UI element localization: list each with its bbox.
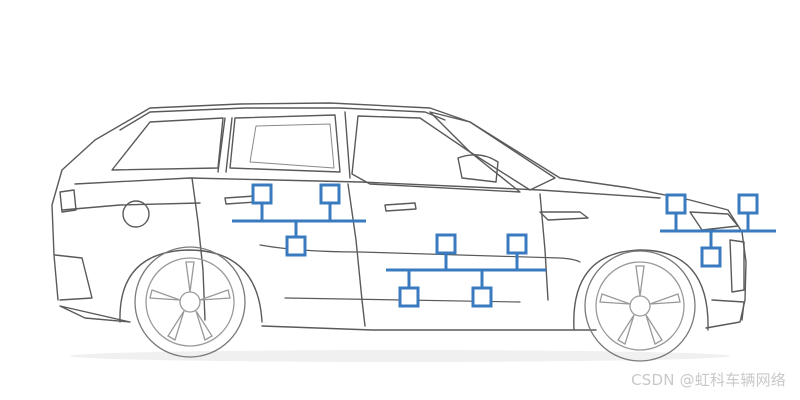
front-door-rear-seam	[539, 193, 549, 301]
front-door-seam	[347, 183, 366, 327]
network-node	[700, 246, 722, 268]
front-door-network	[232, 183, 366, 257]
rear-tail-light	[59, 189, 77, 213]
windshield	[429, 111, 556, 191]
network-node	[285, 235, 307, 257]
rear-door-window	[229, 114, 341, 173]
network-node	[737, 193, 759, 215]
fuel-cap	[122, 200, 150, 228]
roof-line	[119, 107, 446, 131]
side-mirror	[457, 154, 499, 183]
rear-quarter-window	[111, 117, 224, 171]
lower-beltline	[61, 202, 201, 211]
body-crease	[259, 244, 581, 263]
car-illustration	[51, 102, 747, 331]
network-node	[251, 183, 273, 205]
rear-door-handle	[224, 195, 257, 205]
front-side-vent	[539, 211, 589, 221]
network-node	[319, 183, 341, 205]
front-door-handle	[384, 202, 417, 212]
front-grille	[729, 239, 745, 293]
shoulder-line	[74, 177, 661, 199]
front-bumper	[711, 299, 745, 321]
front-door-window	[351, 115, 521, 193]
rear-window-inner	[249, 123, 335, 169]
network-node	[435, 233, 457, 255]
rear-wheel-arch	[119, 249, 263, 323]
c-pillar	[344, 111, 351, 179]
b-pillar	[217, 117, 233, 173]
rear-bumper	[54, 254, 93, 301]
front-end-network	[660, 193, 776, 268]
network-node	[471, 286, 493, 308]
rear-wheel	[134, 246, 246, 358]
rear-door-seam	[191, 177, 206, 321]
ground-shadow	[70, 350, 730, 362]
front-wheel-arch	[573, 249, 709, 331]
front-wheel	[584, 250, 696, 362]
network-node	[506, 233, 528, 255]
network-node	[398, 286, 420, 308]
headlight	[689, 211, 739, 231]
network-node	[665, 193, 687, 215]
watermark-text: CSDN @虹科车辆网络	[631, 371, 786, 389]
rear-door-network	[386, 233, 546, 308]
